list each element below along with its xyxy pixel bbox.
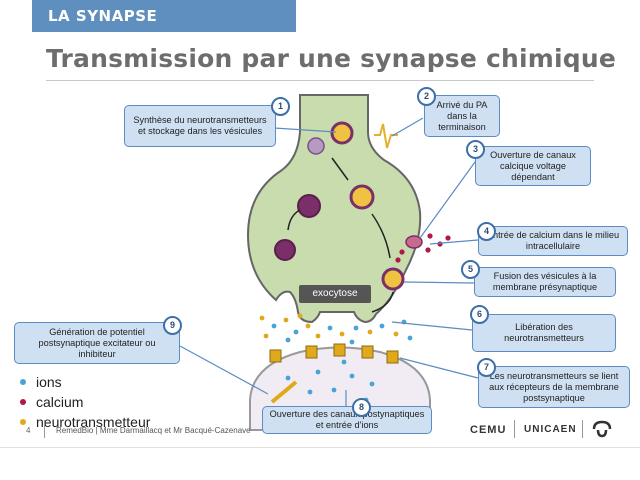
callout-text: Ouverture de canaux calcique voltage dép… xyxy=(490,149,576,182)
callout-text: Génération de potentiel postsynaptique e… xyxy=(38,326,156,359)
presynaptic-terminal xyxy=(246,94,422,324)
step-number-8: 8 xyxy=(352,398,371,417)
callout-step-3: Ouverture de canaux calcique voltage dép… xyxy=(475,146,591,186)
calcium-dot xyxy=(395,257,401,263)
legend-dot xyxy=(20,379,26,385)
footer-divider xyxy=(44,420,45,438)
legend-dot xyxy=(20,419,26,425)
callout-text: Entrée de calcium dans le milieu intrace… xyxy=(486,230,620,251)
title-divider xyxy=(46,80,594,81)
receptor xyxy=(269,349,282,363)
callout-step-7: Les neurotransmetteurs se lient aux réce… xyxy=(478,366,630,408)
callout-text: Arrivé du PA dans la terminaison xyxy=(436,99,488,132)
step-number-2: 2 xyxy=(417,87,436,106)
calcium-dot xyxy=(445,235,451,241)
post-ions xyxy=(285,359,375,403)
callout-step-9: Génération de potentiel postsynaptique e… xyxy=(14,322,180,364)
step-number-4: 4 xyxy=(477,222,496,241)
header-bar: LA SYNAPSE xyxy=(0,0,640,32)
step-number-3: 3 xyxy=(466,140,485,159)
callout-text: Synthèse du neurotransmetteurs et stocka… xyxy=(133,115,267,136)
action-potential-icon xyxy=(374,123,398,149)
slide-title: Transmission par une synapse chimique xyxy=(46,44,616,73)
legend-dot xyxy=(20,399,26,405)
vesicle xyxy=(330,121,354,145)
receptor xyxy=(333,343,346,357)
step-number-5: 5 xyxy=(461,260,480,279)
vesicle xyxy=(297,194,321,218)
callout-step-1: Synthèse du neurotransmetteurs et stocka… xyxy=(124,105,276,147)
legend-item-ions: ions xyxy=(20,372,150,392)
pointer-lines xyxy=(179,117,479,406)
vesicle xyxy=(381,267,405,291)
legend-label: calcium xyxy=(36,394,84,410)
calcium-channel xyxy=(405,235,423,249)
step-number-7: 7 xyxy=(477,358,496,377)
cycle-arrow xyxy=(287,209,301,231)
receptor xyxy=(305,345,318,359)
step-number-9: 9 xyxy=(163,316,182,335)
step-number-6: 6 xyxy=(470,305,489,324)
cycle-arrow xyxy=(371,213,391,259)
cycle-arrow xyxy=(371,291,394,313)
callout-step-2: Arrivé du PA dans la terminaison xyxy=(424,95,500,137)
page-number: 4 xyxy=(26,426,31,435)
vesicle xyxy=(274,239,296,261)
callout-step-6: Libération des neurotransmetteurs xyxy=(472,314,616,352)
callout-text: Ouverture des canaux postynaptiques et e… xyxy=(269,409,425,430)
psp-arrow xyxy=(270,380,298,404)
cleft-particles xyxy=(259,313,413,345)
logo-divider xyxy=(514,420,515,438)
legend-label: neurotransmetteur xyxy=(36,414,151,430)
calcium-dot xyxy=(425,247,431,253)
footer-rule xyxy=(0,447,640,448)
section-band xyxy=(32,0,296,32)
legend-label: ions xyxy=(36,374,62,390)
calcium-dot xyxy=(437,241,443,247)
legend-item-calcium: calcium xyxy=(20,392,150,412)
exocytose-label: exocytose xyxy=(299,285,371,303)
receptor xyxy=(361,345,374,359)
receptor xyxy=(386,350,399,364)
legend-item-neurotransmitter: neurotransmetteur xyxy=(20,412,150,432)
footer-credits: RemedBio | Mme Darmaillacq et Mr Bacqué-… xyxy=(56,426,251,435)
callout-step-8: Ouverture des canaux postynaptiques et e… xyxy=(262,406,432,434)
unicaen-logo: UNICAEN xyxy=(524,424,577,435)
callout-step-4: Entrée de calcium dans le milieu intrace… xyxy=(478,226,628,256)
section-title: LA SYNAPSE xyxy=(48,7,158,25)
cemu-logo: CEMU xyxy=(470,424,507,436)
calcium-dot xyxy=(427,233,433,239)
callout-text: Libération des neurotransmetteurs xyxy=(504,322,584,343)
callout-step-5: Fusion des vésicules à la membrane présy… xyxy=(474,267,616,297)
logo-divider xyxy=(582,420,583,438)
vesicle xyxy=(349,184,375,210)
university-logo-icon xyxy=(592,420,612,438)
calcium-dot xyxy=(399,249,405,255)
callout-text: Fusion des vésicules à la membrane présy… xyxy=(492,271,598,292)
vesicle xyxy=(307,137,325,155)
cycle-arrow xyxy=(331,157,349,181)
callout-text: Les neurotransmetteurs se lient aux réce… xyxy=(489,370,619,403)
step-number-1: 1 xyxy=(271,97,290,116)
legend: ions calcium neurotransmetteur xyxy=(20,372,150,432)
